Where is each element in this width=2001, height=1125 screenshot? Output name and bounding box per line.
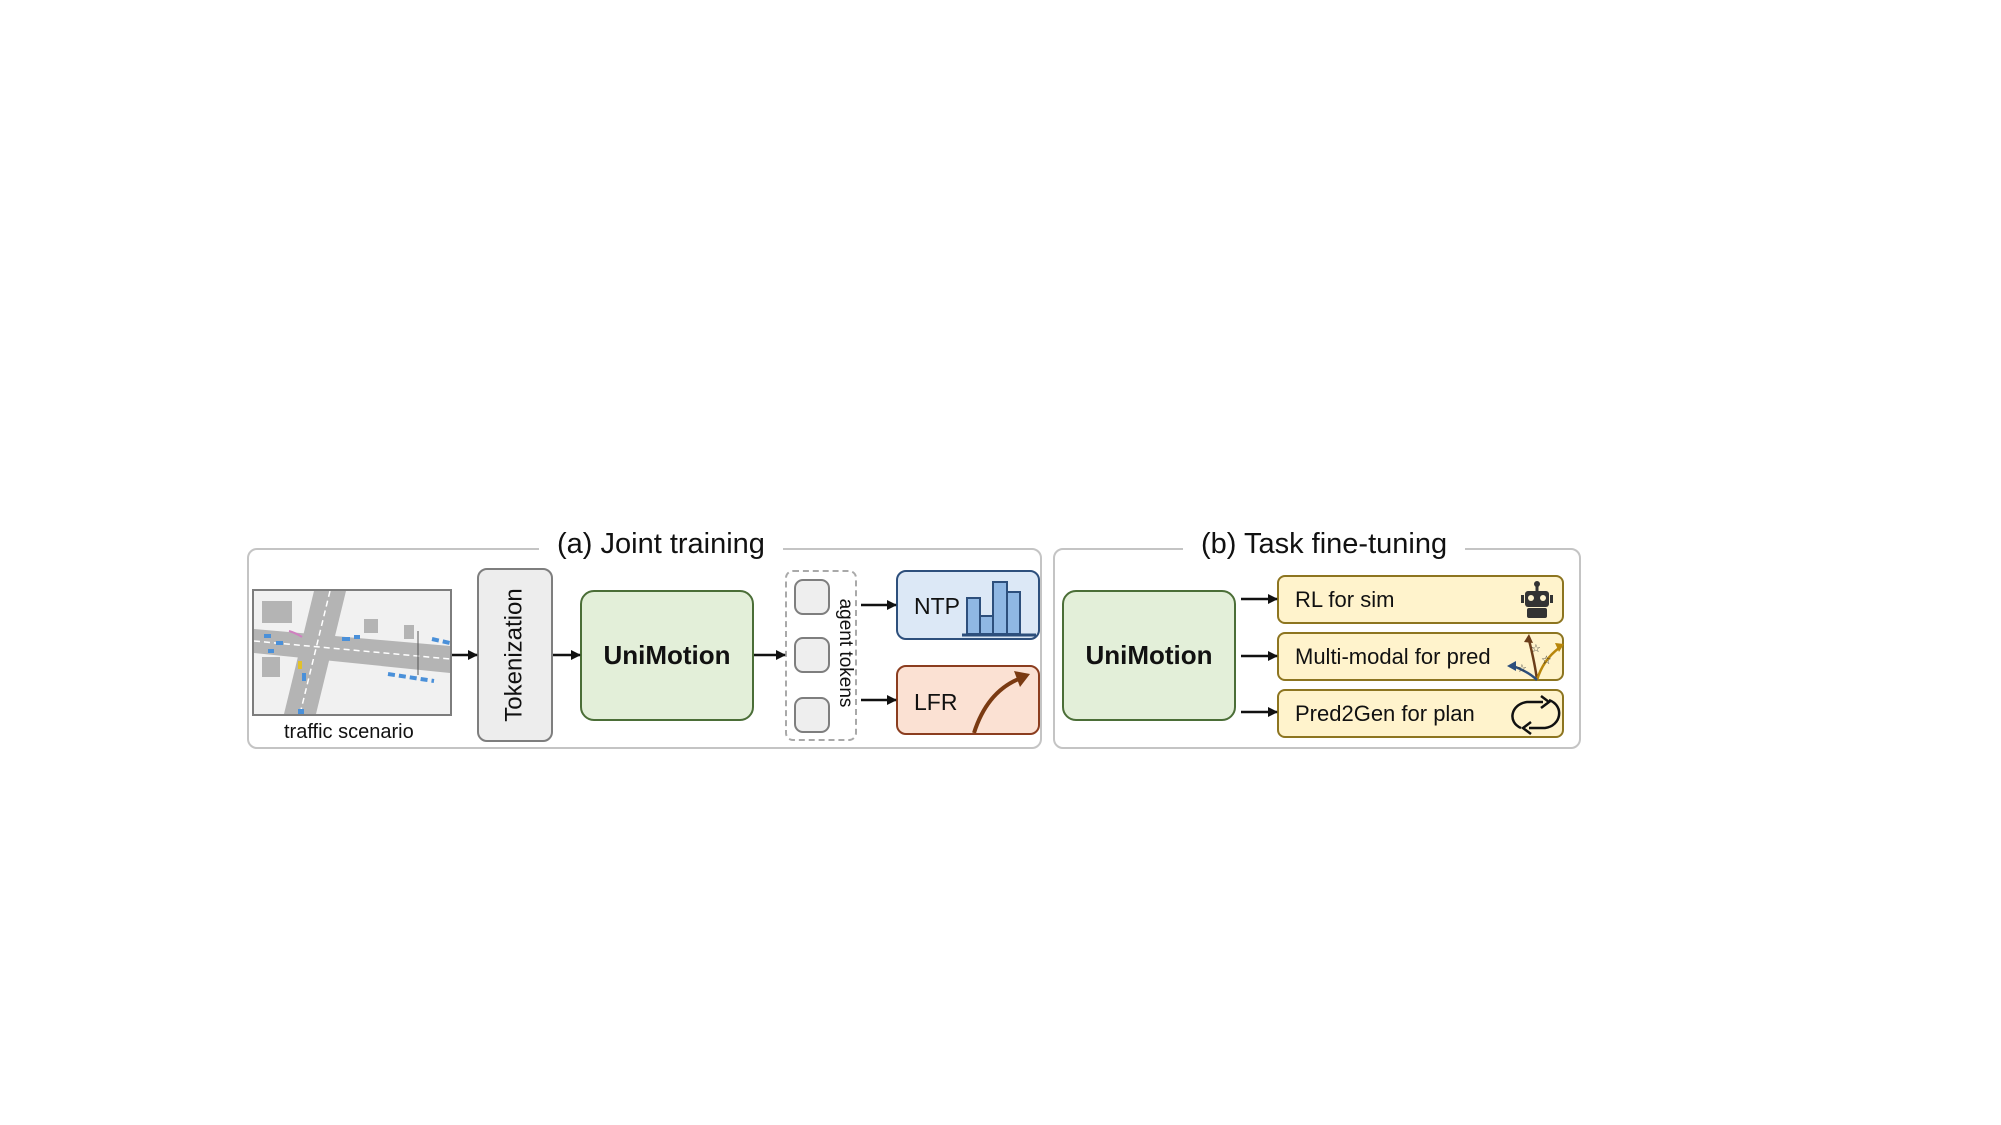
task-label: RL for sim [1295,586,1395,612]
traffic-scenario-map [252,589,452,716]
agent-token [794,579,830,615]
lfr-label: LFR [914,689,958,715]
task-label: Multi-modal for pred [1295,643,1491,669]
unimotion-model-box: UniMotion [580,590,754,721]
task-pred2gen-for-plan: Pred2Gen for plan [1277,689,1564,738]
agent-tokens-group [785,570,857,741]
task-multi-modal-for-pred: Multi-modal for pred ☆ ☆ ☆ [1277,632,1564,681]
task-rl-for-sim: RL for sim [1277,575,1564,624]
lfr-box: LFR [896,665,1040,735]
svg-text:☆: ☆ [1541,653,1552,667]
tokenization-label: Tokenization [501,588,529,722]
unimotion-finetune-box: UniMotion [1062,590,1236,721]
traffic-scenario-caption: traffic scenario [284,721,414,743]
robot-icon [1521,581,1553,618]
task-finetuning-title: (b) Task fine-tuning [1183,528,1466,561]
tokenization-box: Tokenization [477,568,553,742]
loop-arrows-icon [1511,695,1561,735]
joint-training-title: (a) Joint training [539,528,783,561]
unimotion-model-label: UniMotion [603,640,731,670]
ntp-box: NTP [896,570,1040,640]
unimotion-finetune-label: UniMotion [1085,640,1213,670]
agent-token [794,637,830,673]
trajectory-curve-icon [972,671,1030,734]
ntp-label: NTP [914,593,960,619]
task-label: Pred2Gen for plan [1295,700,1475,726]
svg-text:☆: ☆ [1517,663,1527,675]
svg-text:☆: ☆ [1531,643,1541,655]
histogram-icon [962,581,1036,637]
multi-trajectory-icon: ☆ ☆ ☆ [1507,634,1564,681]
agent-token [794,697,830,733]
agent-tokens-label: agent tokens [835,598,856,708]
